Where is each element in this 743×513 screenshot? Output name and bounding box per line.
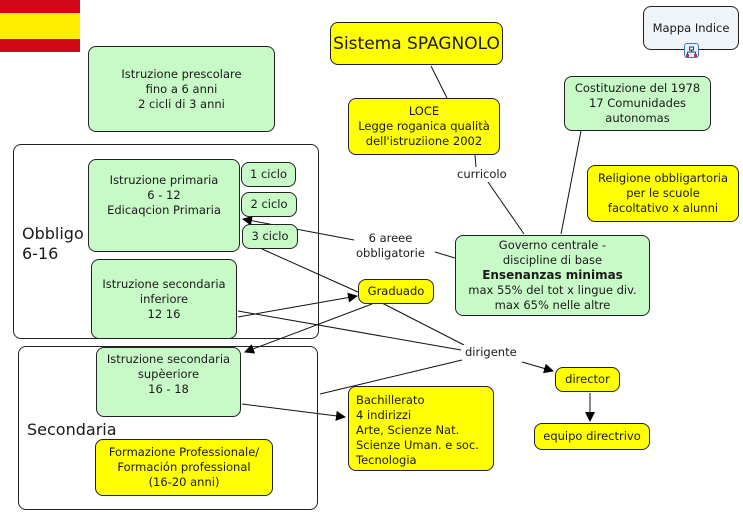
governo-text-2: max 55% del tot x lingue div. max 65% ne… bbox=[468, 283, 637, 312]
node-formazione-professionale[interactable]: Formazione Professionale/ Formación prof… bbox=[95, 439, 273, 496]
link-label-aree-obbligatorie: 6 areee obbligatorie bbox=[354, 231, 427, 261]
link-costituzione-governo bbox=[560, 130, 582, 235]
governo-text-1: Governo centrale - discipline di base bbox=[498, 238, 607, 267]
spain-flag bbox=[0, 0, 80, 52]
node-governo-centrale[interactable]: Governo centrale - discipline di base En… bbox=[455, 235, 650, 316]
node-1-ciclo[interactable]: 1 ciclo bbox=[241, 162, 296, 187]
governo-text-bold: Ensenanzas minimas bbox=[482, 268, 623, 282]
node-costituzione[interactable]: Costituzione del 1978 17 Comunidades aut… bbox=[564, 76, 711, 131]
link-secinf-dirigente bbox=[237, 310, 462, 351]
node-bachillerato[interactable]: Bachillerato 4 indirizzi Arte, Scienze N… bbox=[348, 386, 494, 471]
link-title-loce bbox=[430, 65, 448, 99]
node-loce[interactable]: LOCE Legge roganica qualità dell'istruzi… bbox=[348, 98, 500, 155]
hierarchy-glyph bbox=[686, 46, 697, 57]
group-obbligo-label: Obbligo 6-16 bbox=[22, 224, 84, 263]
flag-stripe-red-bottom bbox=[0, 39, 80, 52]
link-graduado-secsup bbox=[244, 303, 373, 354]
node-3-ciclo[interactable]: 3 ciclo bbox=[242, 224, 298, 249]
node-graduado[interactable]: Graduado bbox=[358, 279, 434, 304]
node-equipo-directrivo[interactable]: equipo directrivo bbox=[534, 423, 650, 450]
node-2-ciclo[interactable]: 2 ciclo bbox=[241, 192, 297, 217]
link-dirigente-bachillerato bbox=[319, 359, 463, 395]
link-aree-primaria bbox=[242, 215, 355, 241]
node-mappa-indice[interactable]: Mappa Indice bbox=[643, 6, 739, 50]
group-secondaria bbox=[18, 346, 318, 510]
link-loce-curricolo bbox=[474, 154, 477, 168]
group-secondaria-label: Secondaria bbox=[27, 420, 117, 439]
link-ciclo3-graduado bbox=[261, 248, 359, 293]
link-graduado-dirigente bbox=[381, 302, 465, 346]
node-director[interactable]: director bbox=[555, 367, 620, 392]
link-secsup-bachillerato bbox=[241, 403, 346, 421]
link-label-curricolo: curricolo bbox=[455, 167, 509, 182]
link-governo-aree bbox=[434, 251, 456, 259]
node-istruzione-secondaria-inferiore[interactable]: Istruzione secondaria inferiore 12 16 bbox=[91, 259, 237, 339]
node-sistema-spagnolo[interactable]: Sistema SPAGNOLO bbox=[330, 22, 503, 65]
link-curricolo-governo bbox=[487, 181, 525, 235]
flag-stripe-yellow bbox=[0, 13, 80, 39]
link-label-dirigente: dirigente bbox=[463, 345, 519, 360]
concept-map-icon[interactable] bbox=[684, 43, 699, 58]
node-religione[interactable]: Religione obbligartoria per le scuole fa… bbox=[587, 165, 739, 222]
link-dirigente-director bbox=[521, 361, 554, 374]
flag-stripe-red-top bbox=[0, 0, 80, 13]
node-istruzione-prescolare[interactable]: Istruzione prescolare fino a 6 anni 2 ci… bbox=[88, 46, 275, 132]
node-istruzione-primaria[interactable]: Istruzione primaria 6 - 12 Edicaqcion Pr… bbox=[88, 159, 240, 252]
link-secinf-graduado bbox=[237, 292, 358, 318]
node-istruzione-secondaria-superiore[interactable]: Istruzione secondaria supèeriore 16 - 18 bbox=[96, 347, 241, 417]
